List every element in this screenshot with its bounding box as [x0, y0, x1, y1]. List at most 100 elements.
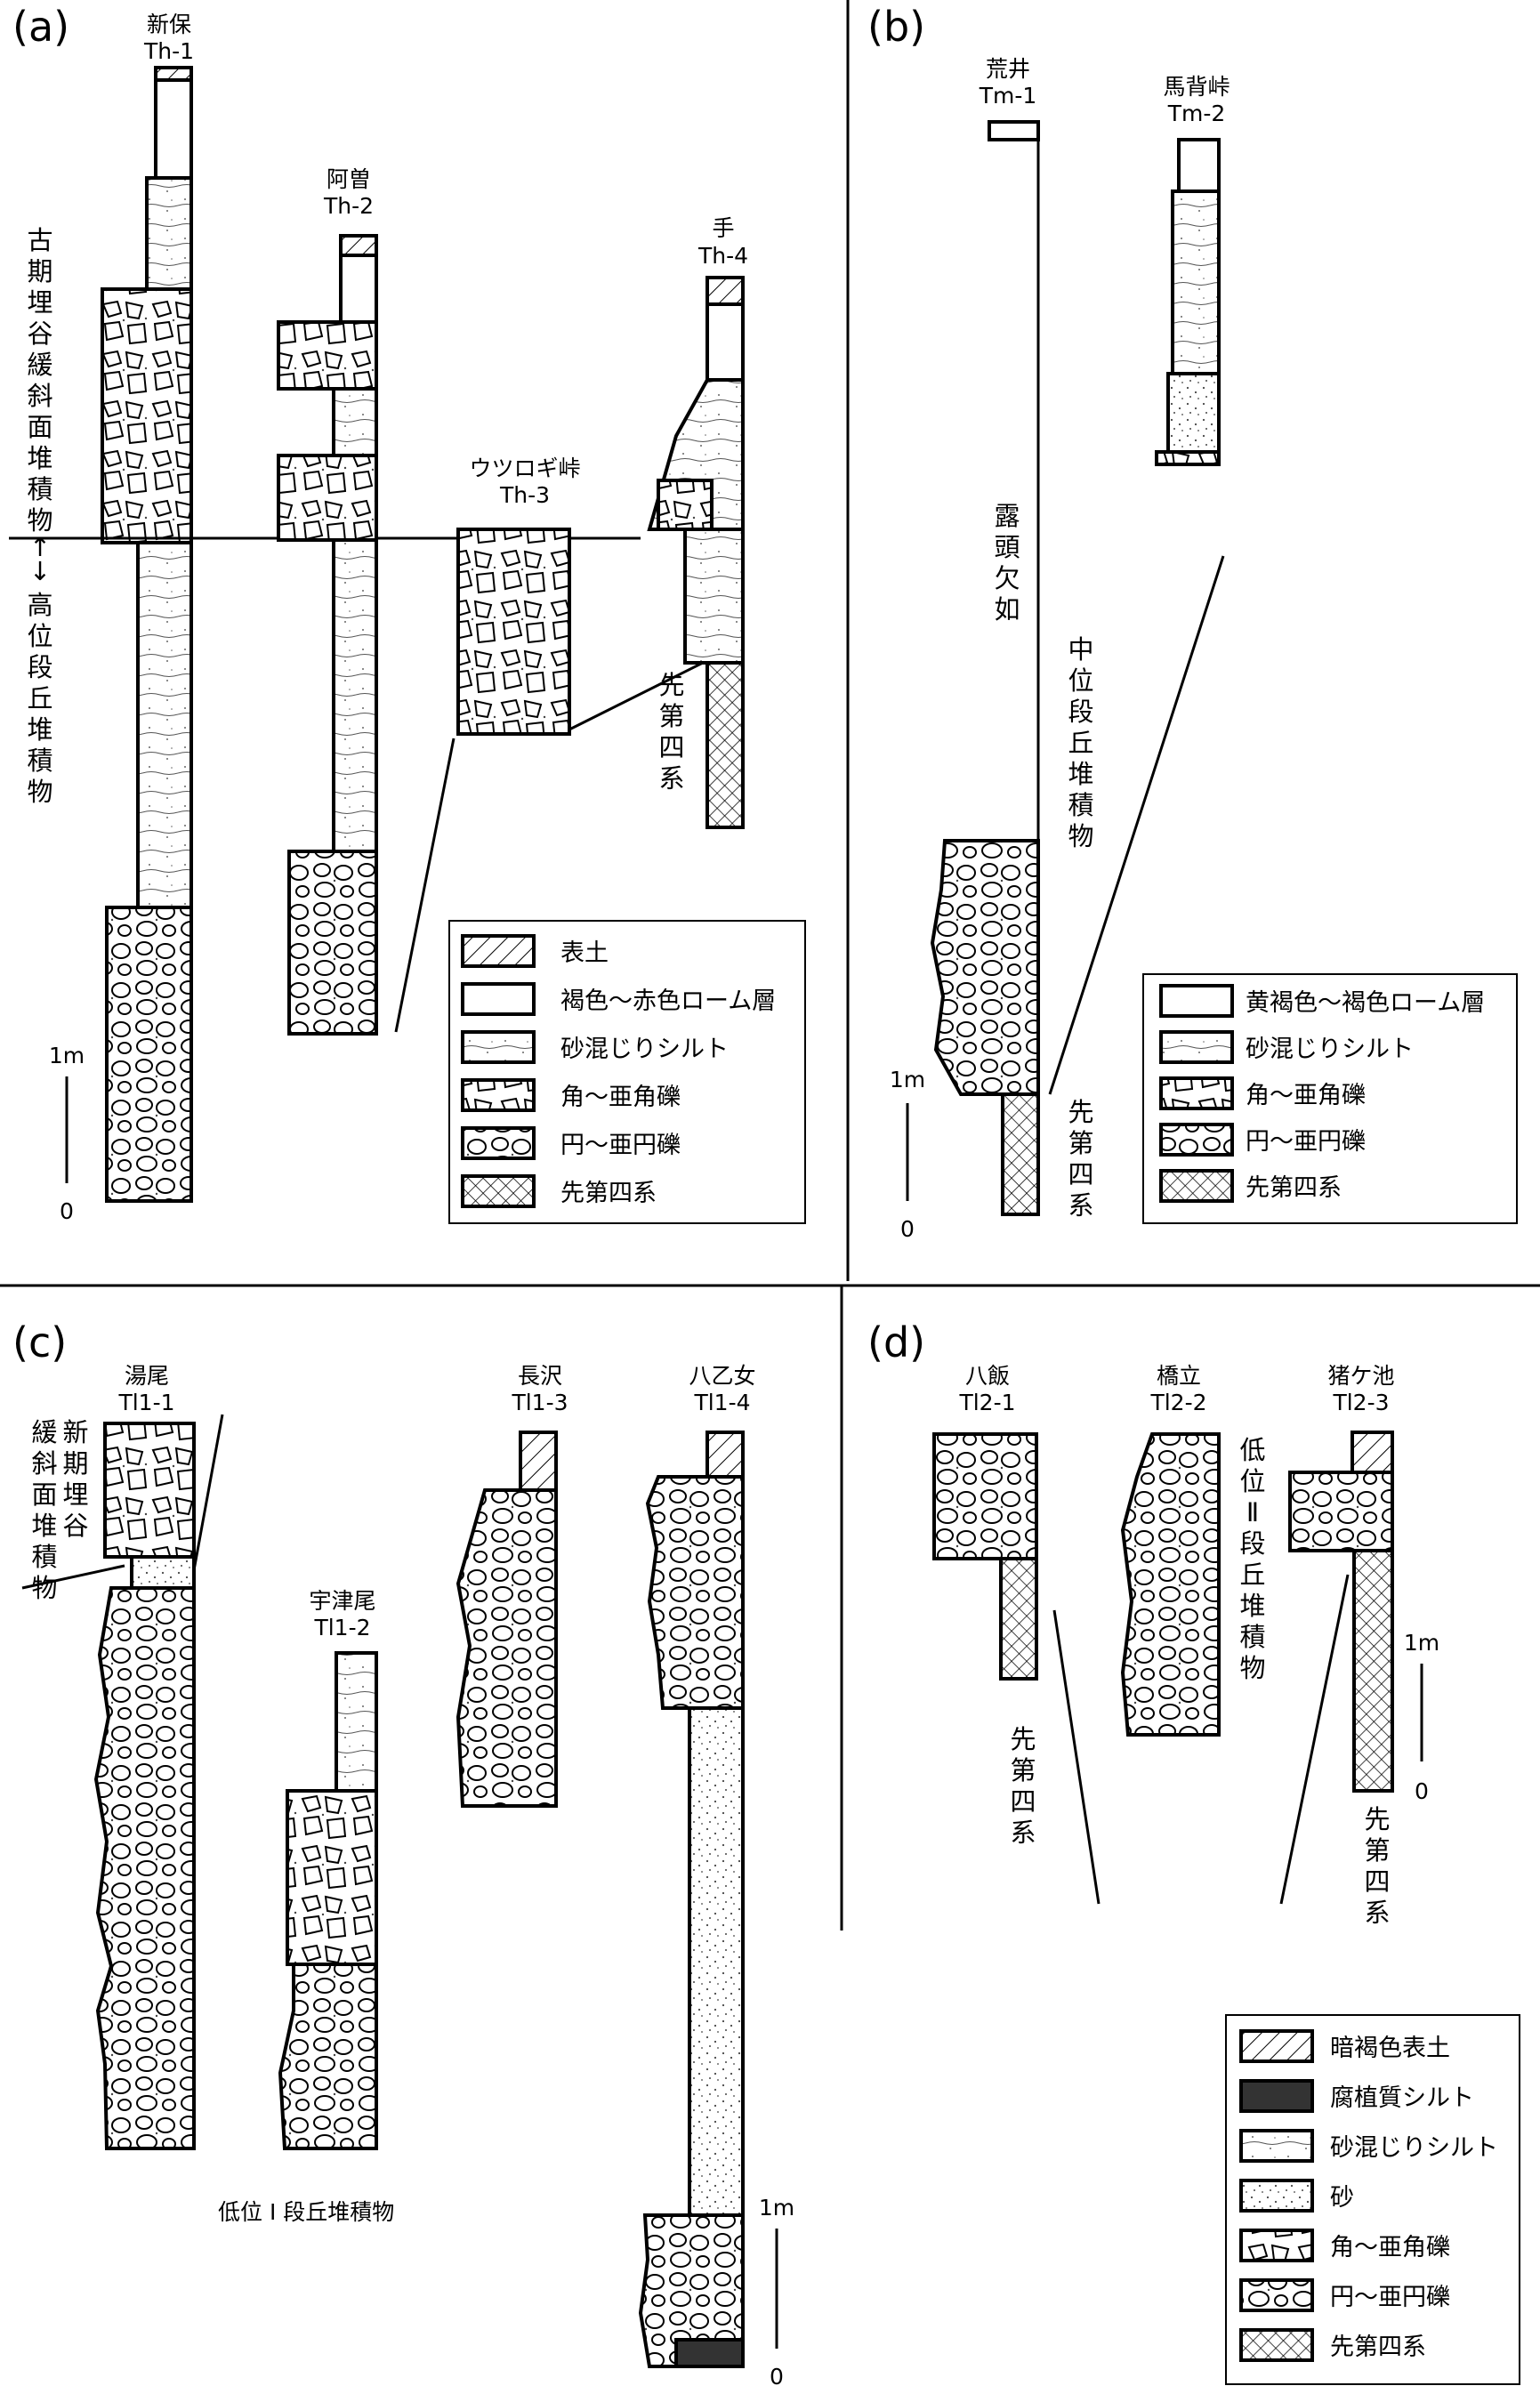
correlation-line-d1 — [1052, 1609, 1101, 1905]
vchar: 四 — [1364, 1866, 1390, 1897]
th1-code: Th-1 — [143, 38, 194, 64]
th4-code: Th-4 — [697, 243, 748, 269]
tl21-code: Tl2-1 — [958, 1390, 1015, 1415]
scale-c-bottom: 0 — [770, 2364, 784, 2390]
vchar: 欠 — [994, 563, 1020, 593]
vchar: 如 — [994, 594, 1020, 625]
legend-a-item-3: 角～亜角礫 — [560, 1084, 681, 1111]
column-tl12 — [278, 1651, 378, 2150]
vchar: 堆 — [1239, 1591, 1265, 1621]
tl14-code: Tl1-4 — [693, 1390, 750, 1415]
vchar: 位 — [27, 621, 52, 651]
panel-b: (b) 荒井 Tm-1 露 頭 欠 如 中 位 段 丘 堆 積 物 先 第 四 — [867, 3, 1518, 1242]
tl22-code: Tl2-2 — [1149, 1390, 1206, 1415]
panel-c-label: (c) — [12, 1318, 67, 1366]
scale-d-bottom: 0 — [1415, 1778, 1429, 1804]
panel-a: (a) 新保 Th-1 古 期 埋 谷 緩 斜 面 堆 積 物 ↑ ↓ — [9, 3, 806, 1224]
vchar: 低 — [1239, 1435, 1265, 1465]
tl23-code: Tl2-3 — [1332, 1390, 1389, 1415]
vchar: 堆 — [27, 714, 52, 745]
scale-bar-a: 1m 0 — [49, 1043, 85, 1224]
vchar: 四 — [658, 732, 684, 762]
vchar: 物 — [31, 1573, 57, 1603]
tm1-place: 荒井 — [986, 56, 1030, 82]
legend-d-item-4: 角～亜角礫 — [1330, 2234, 1450, 2261]
legend-b: 黄褐色～褐色ローム層 砂混じりシルト 角～亜角礫 円～亜円礫 先第四系 — [1142, 973, 1518, 1224]
vchar: 第 — [1010, 1755, 1036, 1785]
scale-b-top: 1m — [890, 1067, 925, 1092]
vchar: 谷 — [27, 318, 52, 349]
vchar: 先 — [1068, 1097, 1093, 1127]
panel-d-label: (d) — [867, 1318, 925, 1366]
tl11-code: Tl1-1 — [117, 1390, 174, 1415]
scale-d-top: 1m — [1404, 1630, 1439, 1656]
vchar: 第 — [658, 701, 684, 731]
valley-fill-line-2 — [192, 1414, 224, 1571]
vchar: 面 — [27, 412, 52, 442]
upper-unit-label-c: 新 期 埋 谷 緩 斜 面 堆 積 物 — [31, 1417, 88, 1603]
vchar: 積 — [1239, 1622, 1265, 1652]
pre-quaternary-label-a: 先 第 四 系 — [658, 670, 684, 794]
unit-label-old-valley-fill: 古 期 埋 谷 緩 斜 面 堆 積 物 ↑ — [27, 225, 52, 562]
tl12-code: Tl1-2 — [313, 1615, 370, 1640]
panel-d: (d) 八飯 Tl2-1 先 第 四 系 橋立 Tl2-2 低 位 Ⅱ 段 丘 … — [867, 1318, 1520, 2385]
vchar: 頭 — [994, 532, 1020, 562]
vchar: 先 — [1010, 1724, 1036, 1754]
vchar: 埋 — [62, 1479, 88, 1510]
column-tl14 — [638, 1431, 745, 2368]
scale-a-bottom: 0 — [60, 1198, 74, 1224]
scale-c-top: 1m — [759, 2195, 794, 2221]
column-tl22 — [1120, 1432, 1221, 1737]
legend-a-item-0: 表土 — [560, 939, 609, 967]
tl13-code: Tl1-3 — [511, 1390, 568, 1415]
th3-place: ウツロギ峠 — [469, 455, 580, 481]
vchar: 新 — [62, 1417, 88, 1447]
tm2-code: Tm-2 — [1167, 101, 1226, 126]
vchar: 期 — [27, 256, 52, 286]
vchar: 段 — [1239, 1528, 1265, 1559]
legend-d-item-6: 先第四系 — [1330, 2334, 1426, 2361]
panel-c: (c) 湯尾 Tl1-1 新 期 埋 谷 緩 斜 面 堆 積 物 宇津尾 Tl1… — [12, 1318, 794, 2390]
correlation-line-tm — [1048, 555, 1225, 1095]
vchar: 丘 — [1239, 1560, 1265, 1590]
correlation-line-th2-th3 — [394, 738, 456, 1033]
tl22-place: 橋立 — [1157, 1363, 1201, 1389]
scale-a-top: 1m — [49, 1043, 85, 1068]
legend-d: 暗褐色表土 腐植質シルト 砂混じりシルト 砂 角～亜角礫 円～亜円礫 先第四系 — [1225, 2014, 1520, 2385]
vchar: 埋 — [27, 287, 52, 318]
vchar: 系 — [658, 763, 684, 794]
tm2-place: 馬背峠 — [1163, 74, 1230, 100]
th4-place: 手 — [712, 215, 734, 241]
vchar: 位 — [1239, 1466, 1265, 1496]
vchar: 緩 — [27, 350, 52, 380]
vchar: Ⅱ — [1246, 1497, 1259, 1527]
vchar: 物 — [1239, 1653, 1265, 1683]
vchar: 堆 — [31, 1511, 57, 1541]
column-tl13 — [456, 1431, 558, 1808]
vchar: 積 — [31, 1542, 57, 1572]
scale-bar-d: 1m 0 — [1404, 1630, 1439, 1804]
legend-d-item-2: 砂混じりシルト — [1330, 2134, 1498, 2162]
vchar: 系 — [1068, 1190, 1093, 1221]
legend-d-item-1: 腐植質シルト — [1330, 2084, 1474, 2112]
legend-d-item-0: 暗褐色表土 — [1330, 2035, 1450, 2062]
column-th3 — [456, 528, 571, 736]
vchar: 先 — [1364, 1804, 1390, 1834]
scale-bar-b: 1m 0 — [890, 1067, 925, 1242]
vchar: 丘 — [27, 683, 52, 713]
legend-a-item-5: 先第四系 — [560, 1180, 657, 1207]
valley-fill-line-1 — [21, 1564, 125, 1590]
legend-b-item-2: 角～亜角礫 — [1246, 1082, 1366, 1109]
vchar: 面 — [31, 1479, 57, 1510]
column-th4 — [647, 276, 745, 829]
tl12-place: 宇津尾 — [309, 1588, 375, 1614]
vchar: 四 — [1068, 1159, 1093, 1189]
vchar: 物 — [1068, 821, 1093, 851]
legend-a-item-1: 褐色～赤色ローム層 — [560, 987, 776, 1015]
legend-a: 表土 褐色～赤色ローム層 砂混じりシルト 角～亜角礫 円～亜円礫 先第四系 — [448, 920, 806, 1224]
vchar: 段 — [1068, 697, 1093, 727]
no-outcrop-label: 露 頭 欠 如 — [994, 501, 1020, 625]
legend-a-item-2: 砂混じりシルト — [560, 1036, 729, 1063]
column-tl11 — [93, 1422, 196, 2150]
vchar: 第 — [1364, 1835, 1390, 1866]
